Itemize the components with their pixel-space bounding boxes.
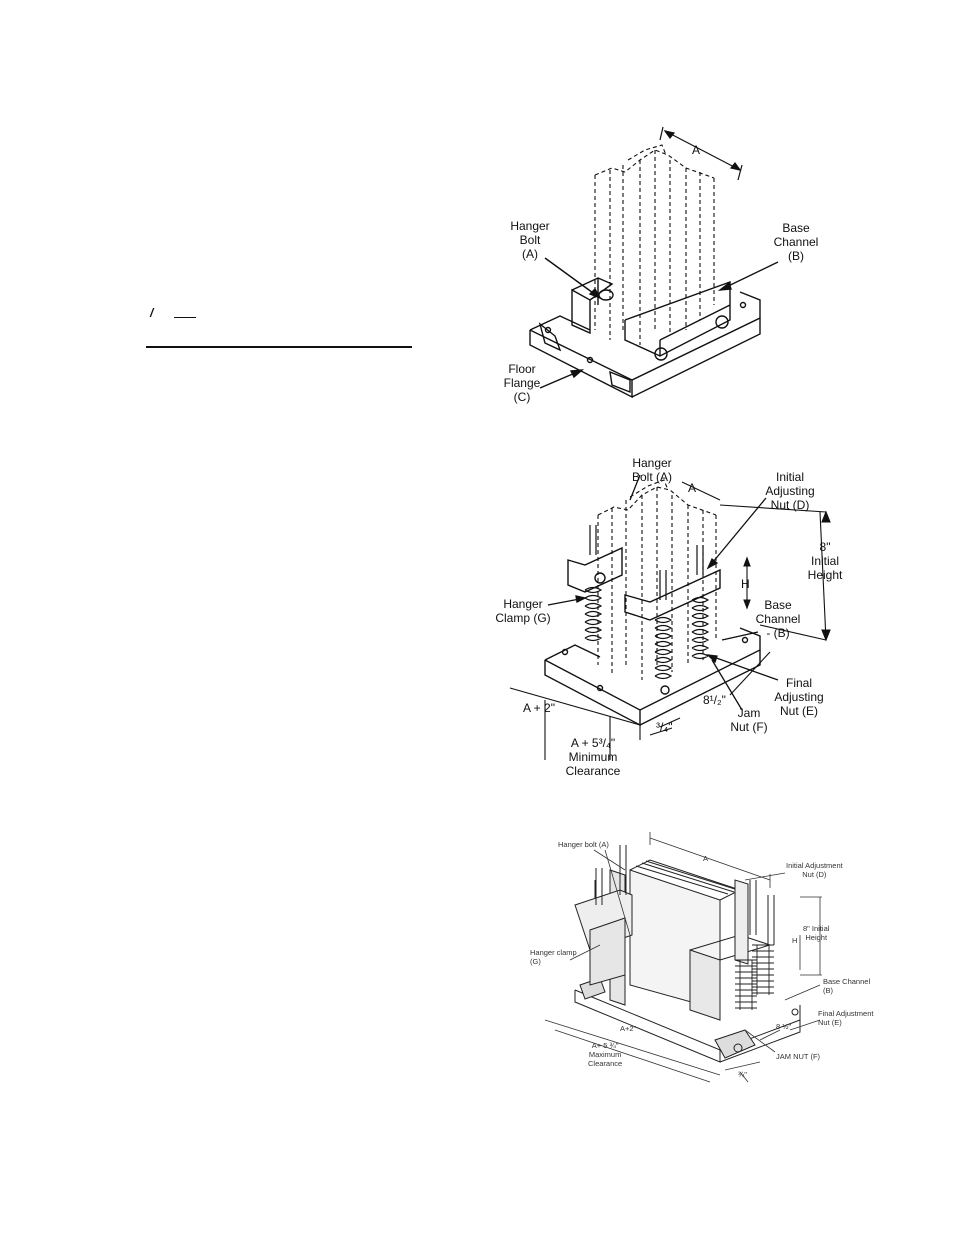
fig3-dim-h: H	[792, 936, 798, 945]
fig3-initial-adjustment-nut-label: Initial Adjustment Nut (D)	[786, 861, 843, 879]
fig2-hanger-clamp-label: Hanger Clamp (G)	[495, 597, 551, 625]
fig1-base-channel-label: Base Channel (B)	[773, 221, 819, 263]
fig1-floor-flange-label: Floor Flange (C)	[503, 362, 541, 404]
slash-mark: /	[150, 306, 154, 320]
fig2-initial-adjusting-nut-label: Initial Adjusting Nut (D)	[765, 470, 815, 512]
fig2-dim-a: A	[688, 481, 697, 495]
fig3-base-channel-label: Base Channel (B)	[823, 977, 871, 995]
fig3-dim-a: A	[703, 854, 709, 863]
fig2-dim-h: H	[741, 577, 750, 591]
short-dash-mark	[174, 317, 196, 318]
fig2-dim-8-half: 8¹/₂"	[703, 693, 726, 707]
fig3-max-clearance-label: A+ 5 ¾" Maximum Clearance	[588, 1041, 623, 1068]
fig2-final-adjusting-nut-label: Final Adjusting Nut (E)	[774, 676, 824, 718]
fig1-hanger-bolt-label: Hanger Bolt (A)	[510, 219, 550, 261]
fig2-hanger-bolt-label: Hanger Bolt (A)	[631, 456, 672, 484]
fig2-jam-nut-label: Jam Nut (F)	[730, 706, 768, 734]
fig1-dim-a: A	[692, 143, 701, 157]
fig3-hanger-bolt-label: Hanger bolt (A)	[558, 840, 609, 849]
fig2-dim-a-plus-2: A + 2"	[523, 701, 555, 715]
fig3-dim-8-half: 8 ½"	[776, 1022, 792, 1031]
fig3-initial-height-label: 8" Initial Height	[803, 924, 830, 942]
fig3-hanger-clamp-label: Hanger clamp (G)	[530, 948, 577, 966]
fig3-dim-a-plus-2: A+2"	[620, 1024, 637, 1033]
fig2-initial-height-label: 8" Initial Height	[807, 540, 843, 582]
horizontal-rule	[146, 346, 412, 348]
fig2-min-clearance-label: A + 5³/₄" Minimum Clearance	[565, 736, 621, 778]
fig3-dim-3-4: ¾"	[738, 1070, 747, 1079]
fig3-jam-nut-label: JAM NUT (F)	[776, 1052, 821, 1061]
fig2-base-channel-label: Base Channel - (B)	[755, 598, 801, 640]
fig3-final-adjustment-nut-label: Final Adjustment Nut (E)	[818, 1009, 874, 1027]
fig2-dim-3-4: ³/₄"	[656, 720, 673, 734]
